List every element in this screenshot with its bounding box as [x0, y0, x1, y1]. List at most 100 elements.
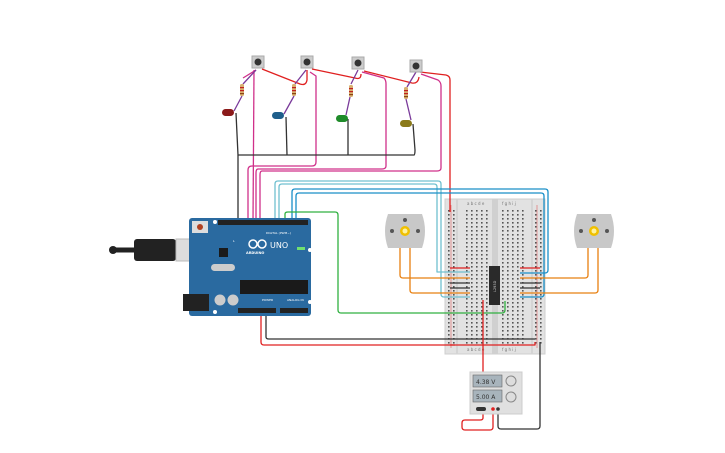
breadboard-hole[interactable] [540, 258, 542, 260]
breadboard-hole[interactable] [471, 242, 473, 244]
breadboard-hole[interactable] [502, 210, 504, 212]
breadboard-hole[interactable] [476, 242, 478, 244]
breadboard-hole[interactable] [481, 278, 483, 280]
breadboard-hole[interactable] [507, 330, 509, 332]
breadboard-hole[interactable] [486, 290, 488, 292]
breadboard-hole[interactable] [471, 314, 473, 316]
breadboard-hole[interactable] [502, 294, 504, 296]
breadboard-hole[interactable] [471, 214, 473, 216]
breadboard-hole[interactable] [522, 314, 524, 316]
breadboard-hole[interactable] [517, 326, 519, 328]
breadboard-hole[interactable] [522, 214, 524, 216]
breadboard-hole[interactable] [466, 222, 468, 224]
breadboard-hole[interactable] [522, 238, 524, 240]
breadboard-hole[interactable] [466, 286, 468, 288]
breadboard-hole[interactable] [512, 250, 514, 252]
breadboard-hole[interactable] [481, 282, 483, 284]
breadboard-hole[interactable] [453, 234, 455, 236]
breadboard-hole[interactable] [540, 290, 542, 292]
breadboard-hole[interactable] [507, 230, 509, 232]
breadboard-hole[interactable] [476, 218, 478, 220]
breadboard-hole[interactable] [535, 274, 537, 276]
breadboard-hole[interactable] [486, 326, 488, 328]
breadboard-hole[interactable] [476, 258, 478, 260]
breadboard-hole[interactable] [486, 306, 488, 308]
breadboard-hole[interactable] [512, 330, 514, 332]
breadboard-hole[interactable] [476, 234, 478, 236]
breadboard-hole[interactable] [471, 274, 473, 276]
breadboard-hole[interactable] [507, 258, 509, 260]
breadboard-hole[interactable] [517, 322, 519, 324]
breadboard-hole[interactable] [471, 322, 473, 324]
breadboard-hole[interactable] [507, 294, 509, 296]
breadboard-hole[interactable] [471, 254, 473, 256]
breadboard-hole[interactable] [522, 266, 524, 268]
breadboard-hole[interactable] [466, 210, 468, 212]
breadboard-hole[interactable] [502, 222, 504, 224]
breadboard-hole[interactable] [540, 322, 542, 324]
breadboard-hole[interactable] [507, 278, 509, 280]
pushbutton-3[interactable] [351, 56, 365, 70]
breadboard-hole[interactable] [466, 226, 468, 228]
breadboard-hole[interactable] [540, 270, 542, 272]
breadboard-hole[interactable] [502, 250, 504, 252]
breadboard-hole[interactable] [522, 246, 524, 248]
breadboard-hole[interactable] [512, 226, 514, 228]
breadboard-hole[interactable] [517, 226, 519, 228]
breadboard-hole[interactable] [535, 286, 537, 288]
breadboard-hole[interactable] [476, 262, 478, 264]
breadboard-hole[interactable] [502, 274, 504, 276]
breadboard-hole[interactable] [502, 290, 504, 292]
breadboard-hole[interactable] [507, 246, 509, 248]
breadboard-hole[interactable] [486, 254, 488, 256]
breadboard-hole[interactable] [471, 298, 473, 300]
breadboard-hole[interactable] [522, 342, 524, 344]
breadboard-hole[interactable] [507, 226, 509, 228]
breadboard-hole[interactable] [481, 290, 483, 292]
breadboard-hole[interactable] [486, 282, 488, 284]
breadboard-hole[interactable] [486, 294, 488, 296]
breadboard-hole[interactable] [502, 314, 504, 316]
breadboard-hole[interactable] [517, 242, 519, 244]
breadboard-hole[interactable] [466, 250, 468, 252]
breadboard-hole[interactable] [540, 338, 542, 340]
breadboard-hole[interactable] [502, 246, 504, 248]
breadboard-hole[interactable] [540, 262, 542, 264]
breadboard-hole[interactable] [476, 302, 478, 304]
breadboard-hole[interactable] [522, 278, 524, 280]
breadboard-hole[interactable] [512, 274, 514, 276]
breadboard-hole[interactable] [540, 298, 542, 300]
breadboard-hole[interactable] [512, 266, 514, 268]
breadboard-hole[interactable] [448, 234, 450, 236]
breadboard-hole[interactable] [466, 298, 468, 300]
breadboard-hole[interactable] [517, 270, 519, 272]
breadboard-hole[interactable] [502, 302, 504, 304]
breadboard-hole[interactable] [466, 246, 468, 248]
breadboard-hole[interactable] [486, 310, 488, 312]
breadboard-hole[interactable] [540, 218, 542, 220]
breadboard-hole[interactable] [476, 330, 478, 332]
breadboard-hole[interactable] [507, 266, 509, 268]
breadboard-hole[interactable] [486, 214, 488, 216]
breadboard-hole[interactable] [535, 298, 537, 300]
breadboard-hole[interactable] [453, 322, 455, 324]
breadboard-hole[interactable] [481, 318, 483, 320]
breadboard-hole[interactable] [517, 246, 519, 248]
breadboard-hole[interactable] [502, 234, 504, 236]
breadboard-hole[interactable] [486, 286, 488, 288]
breadboard-hole[interactable] [486, 334, 488, 336]
breadboard-hole[interactable] [448, 298, 450, 300]
breadboard-hole[interactable] [522, 270, 524, 272]
breadboard-hole[interactable] [448, 242, 450, 244]
breadboard-hole[interactable] [540, 294, 542, 296]
breadboard-hole[interactable] [540, 214, 542, 216]
breadboard-hole[interactable] [522, 334, 524, 336]
breadboard-hole[interactable] [535, 218, 537, 220]
breadboard-hole[interactable] [466, 334, 468, 336]
breadboard-hole[interactable] [522, 306, 524, 308]
breadboard-hole[interactable] [453, 274, 455, 276]
breadboard-hole[interactable] [507, 306, 509, 308]
breadboard-hole[interactable] [540, 326, 542, 328]
breadboard-hole[interactable] [507, 250, 509, 252]
breadboard-hole[interactable] [512, 318, 514, 320]
